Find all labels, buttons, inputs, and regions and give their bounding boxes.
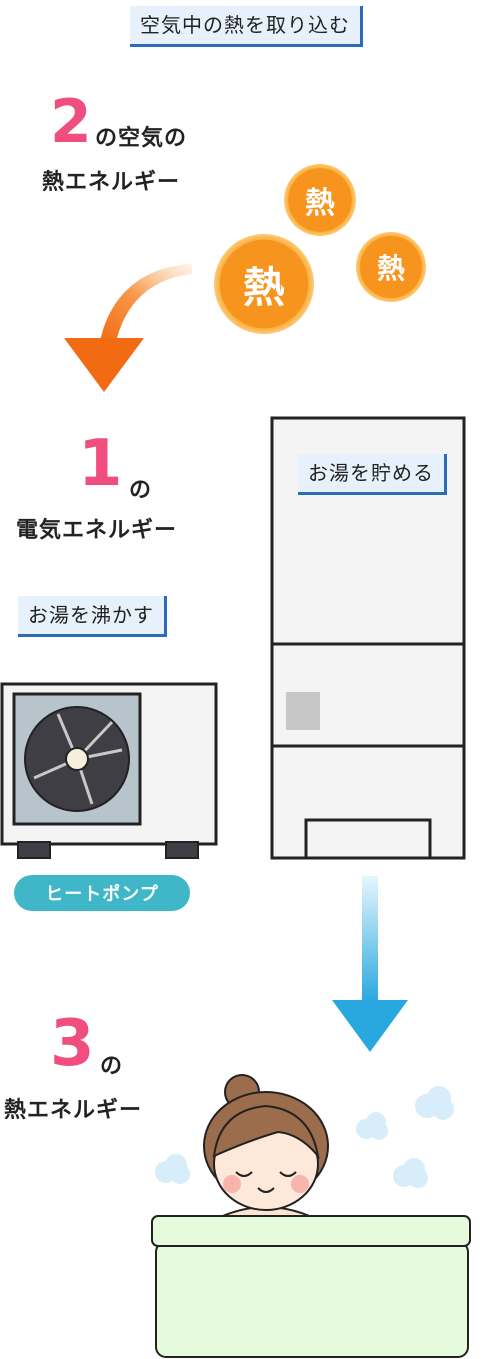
step1-energy-text: 電気エネルギー — [16, 518, 178, 543]
heat-pump-tag: ヒートポンプ — [14, 875, 190, 911]
heat-ball-text: 熱 — [376, 252, 405, 285]
boil-water-label: お湯を沸かす — [18, 596, 167, 637]
heat-pump-unit — [0, 682, 218, 859]
step1-number: 1 — [78, 427, 123, 501]
step2-energy-text: 熱エネルギー — [42, 170, 181, 195]
heat-ball-text: 熱 — [305, 186, 335, 221]
curved-arrow-icon — [64, 264, 192, 392]
steam-cloud-icon — [393, 1158, 428, 1188]
heat-ball-icon: 熱 — [214, 234, 314, 334]
steam-cloud-icon — [155, 1154, 190, 1184]
heat-ball-icon: 熱 — [356, 232, 426, 302]
step1-suffix: の — [129, 478, 153, 503]
heat-ball-icon: 熱 — [284, 164, 356, 236]
down-arrow-icon — [332, 876, 408, 1052]
step2-suffix: の空気の — [95, 126, 188, 151]
step2-number: 2 — [50, 87, 92, 157]
bathtub — [151, 1215, 471, 1358]
store-water-label: お湯を貯める — [298, 454, 447, 495]
step3-number: 3 — [50, 1007, 95, 1081]
heat-ball-text: 熱 — [242, 262, 285, 312]
step3-energy-text: 熱エネルギー — [4, 1098, 143, 1123]
steam-cloud-icon — [356, 1112, 388, 1140]
step3-suffix: の — [100, 1054, 124, 1079]
steam-cloud-icon — [415, 1086, 454, 1120]
air-heat-intake-label: 空気中の熱を取り込む — [130, 6, 363, 47]
bathing-person — [151, 1074, 471, 1358]
fan-icon — [24, 706, 130, 812]
